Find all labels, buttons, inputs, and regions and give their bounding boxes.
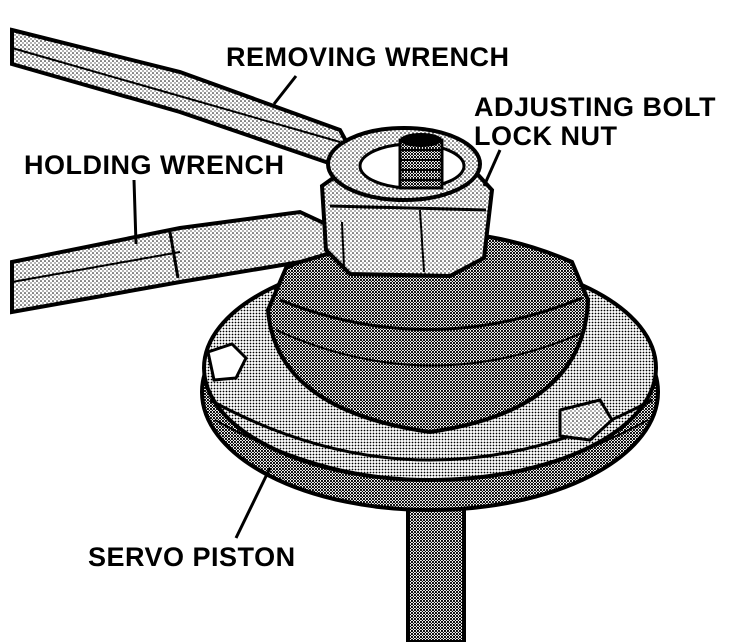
label-removing-wrench: REMOVING WRENCH xyxy=(226,42,510,72)
label-adjusting-bolt: ADJUSTING BOLT xyxy=(474,92,716,122)
adjusting-bolt xyxy=(398,133,444,190)
label-servo-piston: SERVO PISTON xyxy=(88,542,296,572)
label-lock-nut: LOCK NUT xyxy=(474,121,617,151)
label-holding-wrench: HOLDING WRENCH xyxy=(24,150,284,180)
leader-lines xyxy=(132,75,502,539)
piston-rod xyxy=(406,498,466,642)
piston-boss xyxy=(265,230,591,435)
